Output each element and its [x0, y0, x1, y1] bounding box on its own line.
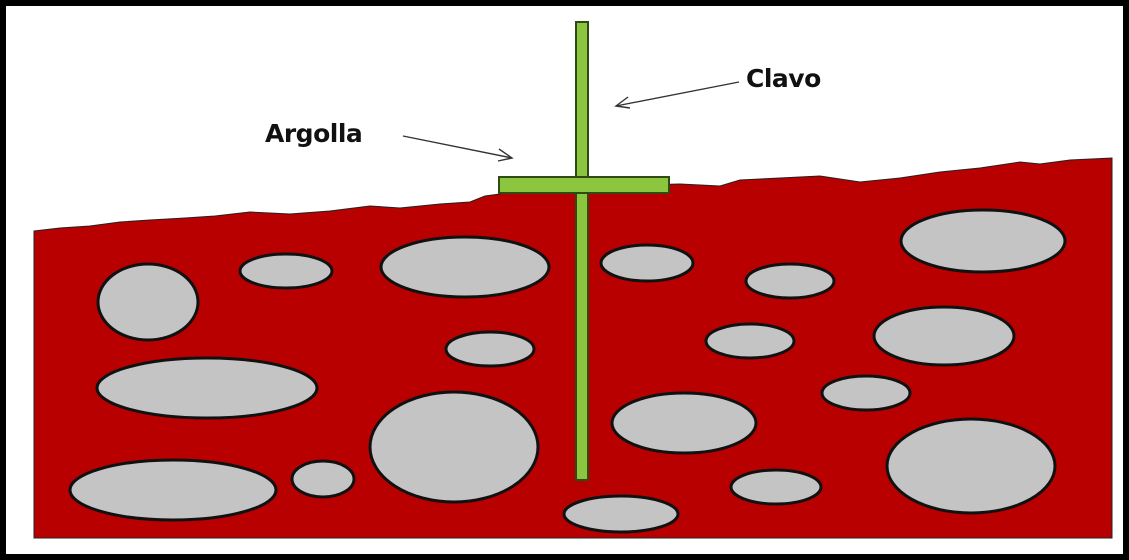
stone	[901, 210, 1065, 272]
argolla-label: Argolla	[265, 119, 362, 148]
stone	[97, 358, 317, 418]
stone	[601, 245, 693, 281]
stone	[822, 376, 910, 410]
clavo-label: Clavo	[746, 64, 821, 93]
stone	[98, 264, 198, 340]
stone	[874, 307, 1014, 365]
stone	[731, 470, 821, 504]
stone	[370, 392, 538, 502]
stone	[446, 332, 534, 366]
stone	[381, 237, 549, 297]
clavo-arrow-line	[616, 82, 739, 106]
washer-plate	[499, 177, 669, 193]
stone	[292, 461, 354, 497]
stone	[240, 254, 332, 288]
argolla-arrow-line	[403, 136, 512, 158]
stone	[612, 393, 756, 453]
stone	[887, 419, 1055, 513]
clavo-arrow-head	[616, 97, 630, 108]
stone	[746, 264, 834, 298]
stone	[706, 324, 794, 358]
annotation-arrows	[403, 82, 739, 161]
nail-shaft	[576, 22, 588, 480]
stone	[70, 460, 276, 520]
stone	[564, 496, 678, 532]
